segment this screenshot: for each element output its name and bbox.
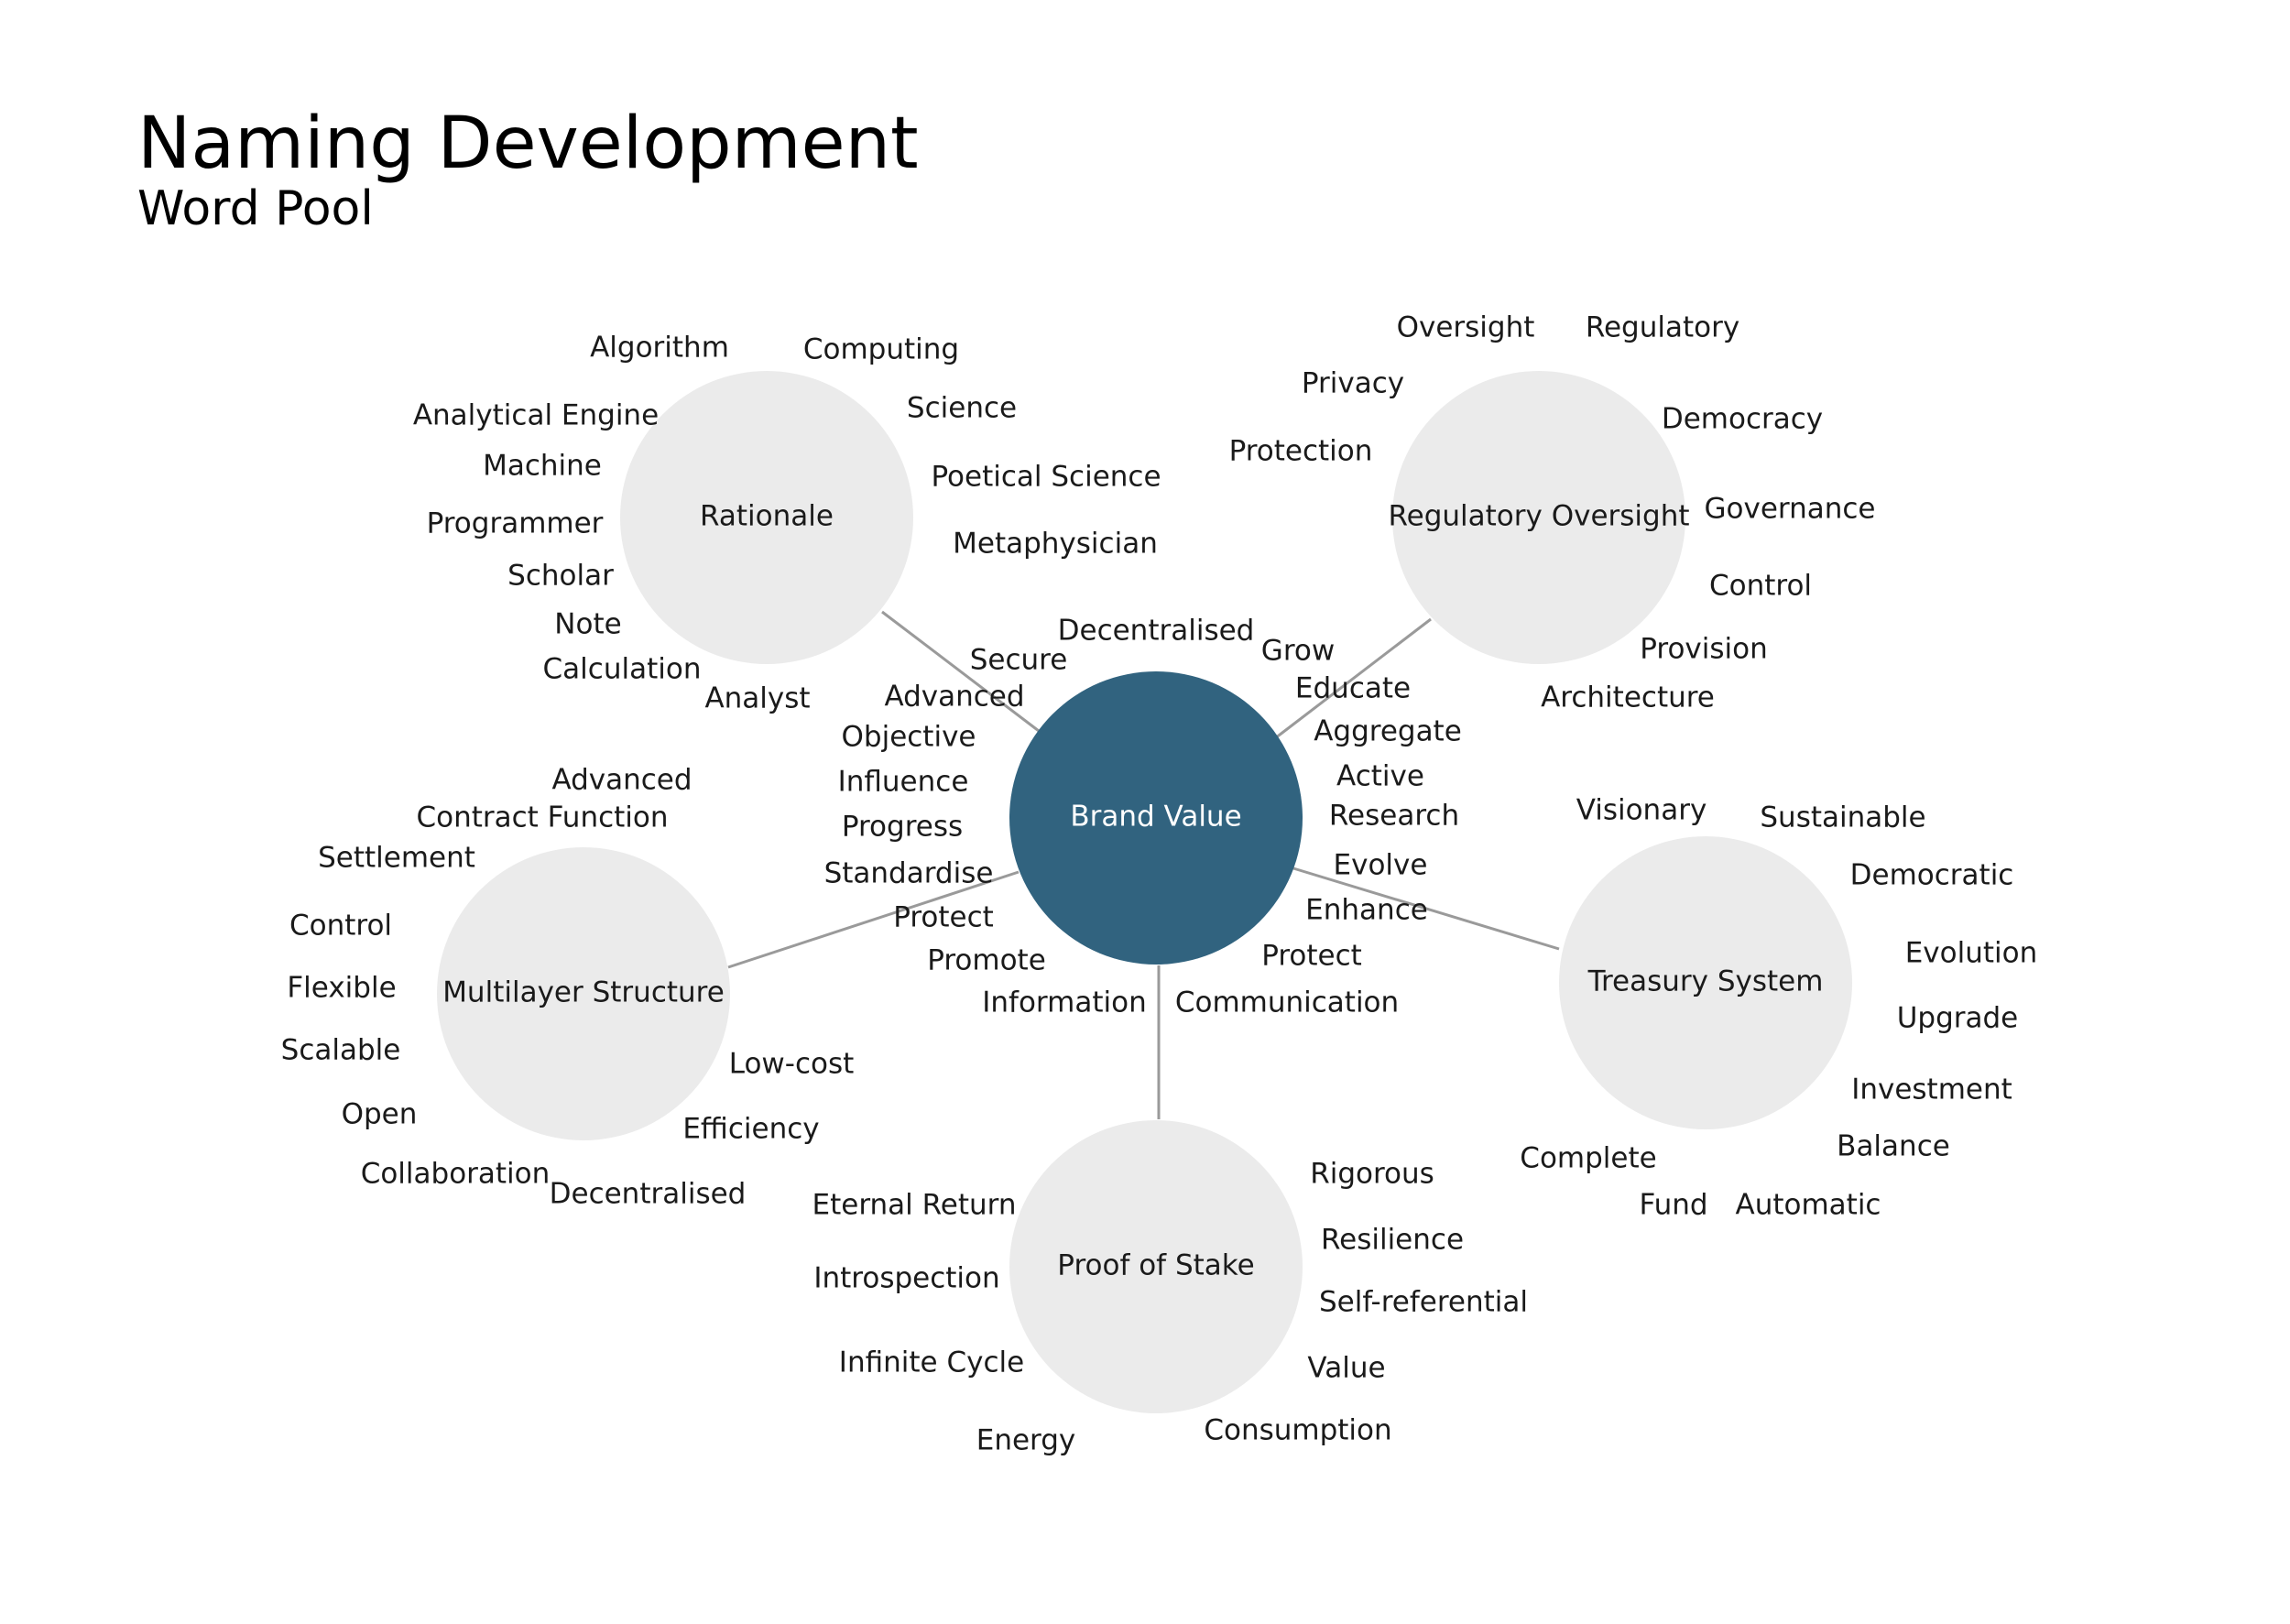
pool-word: Eternal Return [812, 1189, 1017, 1222]
pool-word: Open [342, 1098, 418, 1131]
pool-word: Infinite Cycle [839, 1346, 1024, 1379]
pool-word: Efficiency [682, 1113, 819, 1146]
pool-word: Metaphysician [953, 528, 1158, 561]
pool-word: Note [554, 608, 621, 641]
center-pool-word: Progress [842, 811, 963, 844]
topic-node-label: Rationale [700, 500, 834, 533]
pool-word: Scholar [507, 560, 614, 593]
pool-word: Contract Function [416, 801, 668, 834]
topic-node-label: Multilayer Structure [442, 976, 725, 1009]
pool-word: Provision [1640, 633, 1768, 666]
center-pool-word: Protect [1261, 940, 1362, 973]
pool-word: Sustainable [1760, 801, 1925, 834]
pool-word: Programmer [427, 507, 604, 540]
pool-word: Evolution [1905, 937, 2038, 970]
pool-word: Low-cost [729, 1048, 855, 1081]
pool-word: Decentralised [550, 1178, 747, 1211]
pool-word: Control [1709, 570, 1812, 603]
page-title: Naming Development [137, 103, 919, 185]
connector-line-0 [881, 610, 1040, 733]
center-pool-word: Grow [1261, 635, 1335, 668]
connector-line-3 [1292, 866, 1560, 951]
center-pool-word: Secure [970, 644, 1068, 677]
pool-word: Complete [1520, 1142, 1656, 1175]
pool-word: Democratic [1850, 859, 2014, 892]
connector-line-2 [727, 870, 1020, 969]
pool-word: Control [289, 910, 392, 943]
pool-word: Analytical Engine [413, 399, 659, 432]
center-pool-word: Active [1336, 760, 1424, 793]
pool-word: Consumption [1204, 1414, 1391, 1447]
center-pool-word: Information [982, 986, 1146, 1019]
center-pool-word: Research [1329, 800, 1459, 833]
pool-word: Balance [1837, 1130, 1950, 1163]
center-pool-word: Standardise [824, 857, 994, 890]
pool-word: Rigorous [1310, 1158, 1434, 1191]
pool-word: Collaboration [361, 1158, 551, 1191]
connector-line-1 [1274, 617, 1432, 740]
topic-node-circle [437, 847, 730, 1140]
pool-word: Value [1307, 1352, 1385, 1385]
pool-word: Energy [976, 1424, 1076, 1457]
center-pool-word: Aggregate [1314, 715, 1462, 748]
pool-word: Self-referential [1319, 1286, 1528, 1319]
center-pool-word: Influence [838, 766, 969, 799]
pool-word: Introspection [813, 1262, 999, 1295]
pool-word: Architecture [1541, 681, 1715, 714]
topic-node-circle [1009, 1120, 1303, 1413]
topic-node-circle [1392, 371, 1685, 664]
page-subtitle: Word Pool [137, 181, 374, 236]
topic-node-label: Proof of Stake [1057, 1249, 1254, 1282]
pool-word: Democracy [1662, 403, 1823, 436]
center-pool-word: Decentralised [1058, 615, 1255, 648]
center-pool-word: Objective [842, 721, 976, 754]
pool-word: Fund [1639, 1189, 1707, 1222]
center-pool-word: Educate [1295, 672, 1411, 705]
center-pool-word: Protect [893, 901, 994, 934]
pool-word: Protection [1229, 435, 1373, 468]
center-pool-word: Enhance [1305, 894, 1428, 927]
center-node-circle [1009, 671, 1303, 965]
pool-word: Upgrade [1897, 1002, 2019, 1035]
center-pool-word: Evolve [1334, 849, 1428, 882]
pool-word: Scalable [281, 1034, 401, 1067]
pool-word: Investment [1851, 1074, 2012, 1106]
pool-word: Visionary [1576, 794, 1707, 827]
pool-word: Regulatory [1586, 311, 1739, 344]
pool-word: Resilience [1321, 1224, 1464, 1257]
pool-word: Settlement [318, 842, 475, 875]
topic-node-circle [1559, 836, 1852, 1129]
topic-node-circle [620, 371, 913, 664]
center-pool-word: Promote [927, 944, 1046, 977]
pool-word: Automatic [1736, 1189, 1881, 1222]
pool-word: Science [907, 392, 1017, 425]
pool-word: Flexible [287, 972, 396, 1005]
pool-word: Governance [1704, 493, 1875, 526]
center-pool-word: Communication [1175, 986, 1399, 1019]
center-node-label: Brand Value [1070, 801, 1241, 834]
pool-word: Algorithm [590, 332, 729, 365]
pool-word: Oversight [1397, 311, 1535, 344]
pool-word: Analyst [704, 682, 810, 715]
pool-word: Machine [483, 450, 602, 483]
pool-word: Computing [803, 333, 959, 366]
topic-node-label: Treasury System [1587, 965, 1824, 998]
pool-word: Poetical Science [931, 461, 1161, 494]
pool-word: Advanced [551, 764, 692, 797]
topic-node-label: Regulatory Oversight [1388, 500, 1689, 533]
center-pool-word: Advanced [884, 681, 1024, 714]
pool-word: Calculation [543, 653, 702, 686]
pool-word: Privacy [1302, 367, 1404, 400]
